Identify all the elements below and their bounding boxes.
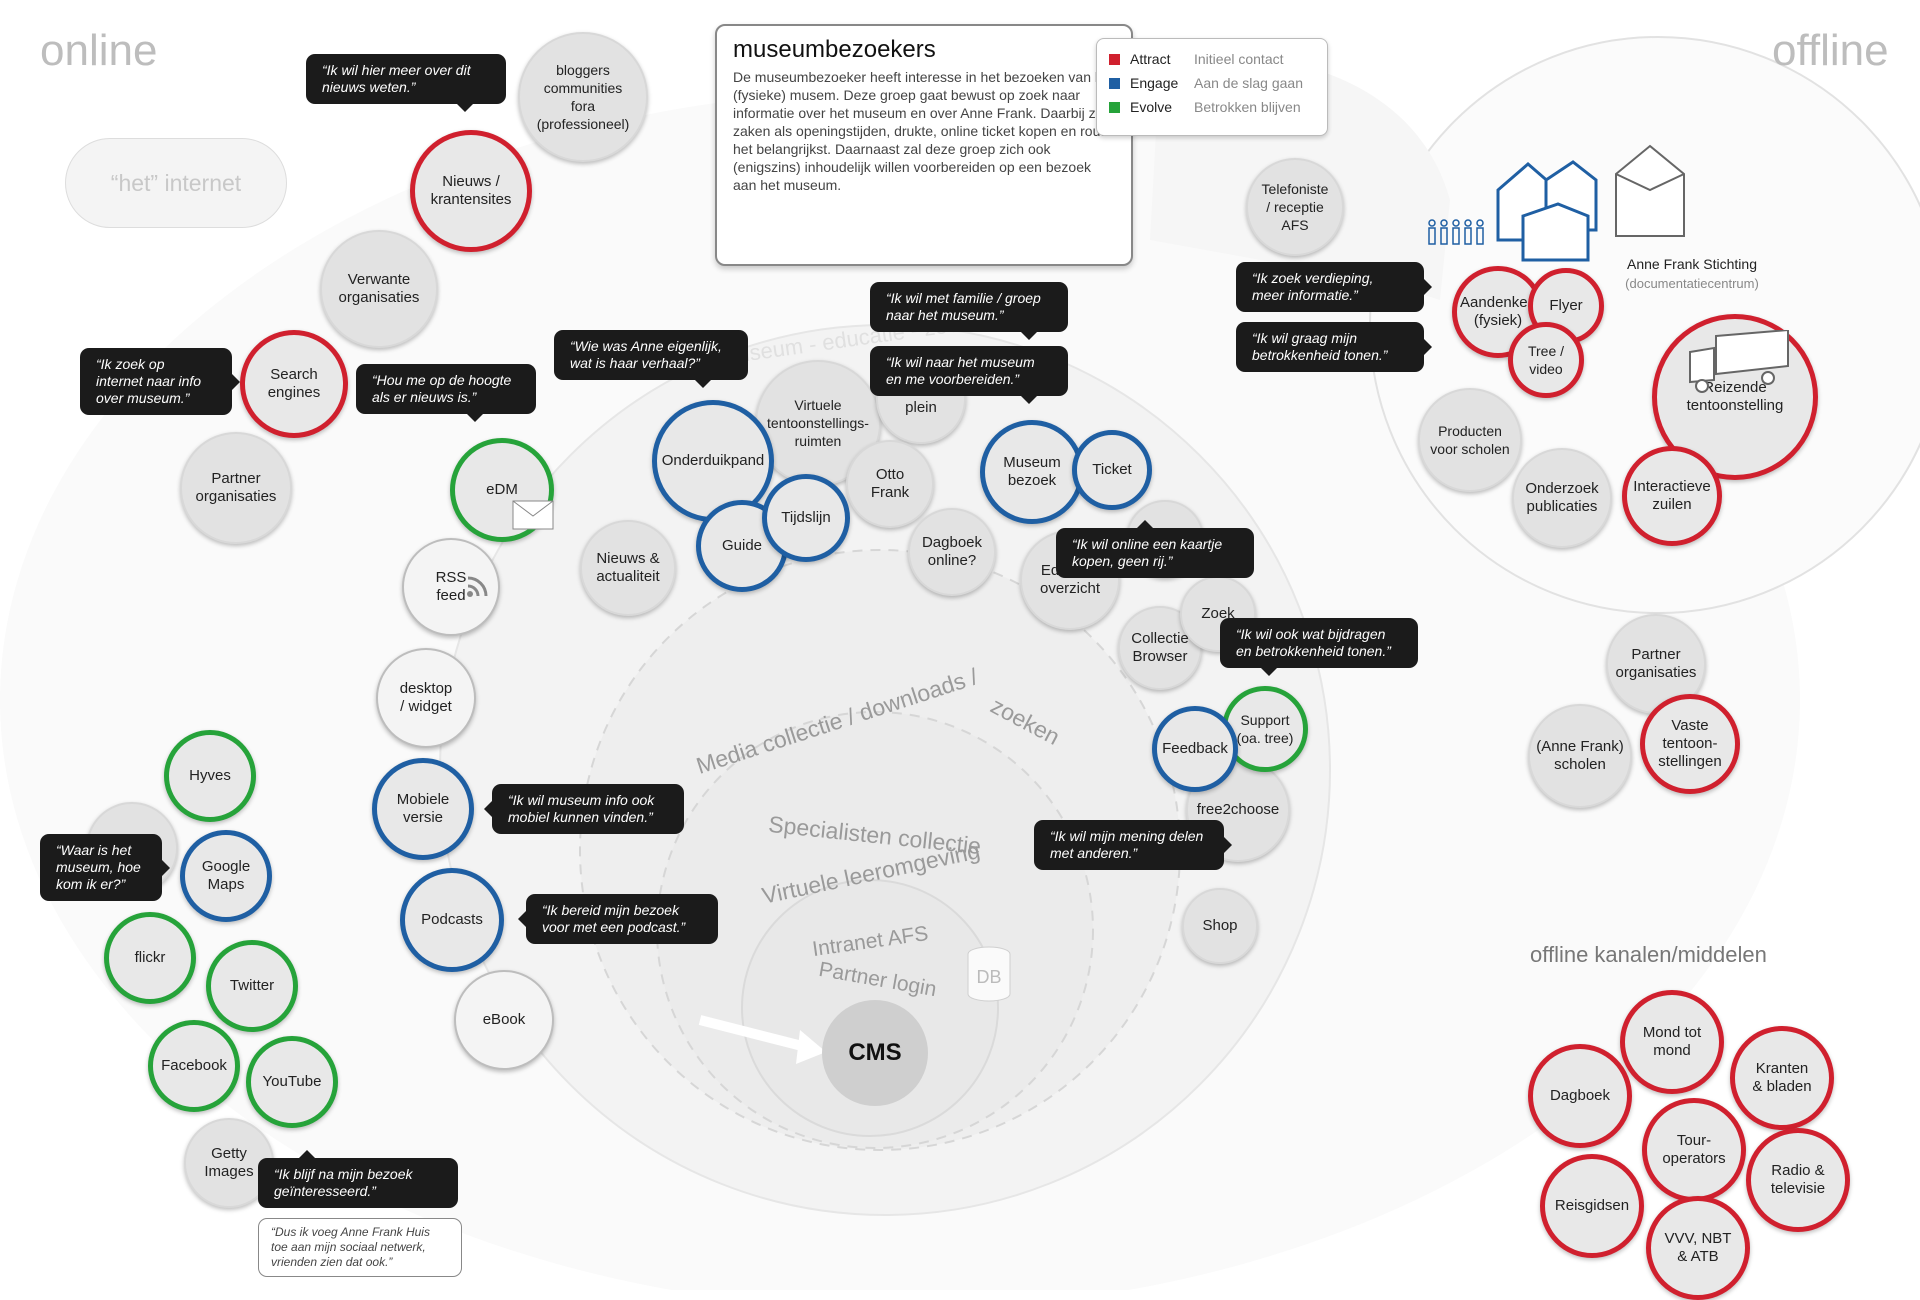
node-shop[interactable]: Shop [1182, 888, 1258, 964]
internet-label: “het” internet [110, 169, 242, 196]
node-telefoniste[interactable]: Telefoniste / receptie AFS [1246, 158, 1344, 256]
node-twitter[interactable]: Twitter [206, 940, 298, 1032]
database-icon: DB [966, 945, 1012, 1003]
offline-label: offline [1772, 26, 1889, 75]
afs-label: Anne Frank Stichting [1627, 256, 1757, 272]
node-onderzoek-publicaties[interactable]: Onderzoek publicaties [1512, 448, 1612, 548]
truck-icon [1689, 330, 1789, 393]
node-feedback[interactable]: Feedback [1152, 706, 1238, 792]
node-ticket[interactable]: Ticket [1072, 430, 1152, 510]
quote-voeg: “Dus ik voeg Anne Frank Huis toe aan mij… [258, 1218, 462, 1277]
node-desktop-widget[interactable]: desktop / widget [376, 648, 476, 748]
node-bloggers[interactable]: bloggers communities fora (professioneel… [518, 32, 648, 162]
node-google-maps[interactable]: Google Maps [180, 830, 272, 922]
node-podcasts[interactable]: Podcasts [400, 868, 504, 972]
legend-swatch-engage [1109, 77, 1120, 89]
legend-row-attract: Attract Initieel contact [1109, 47, 1315, 71]
node-flickr[interactable]: flickr [104, 912, 196, 1004]
node-tree-video[interactable]: Tree / video [1508, 322, 1584, 398]
quote-anne: “Wie was Anne eigenlijk, wat is haar ver… [554, 330, 748, 388]
quote-blijf: “Ik blijf na mijn bezoek geïnteresseerd.… [258, 1150, 458, 1208]
quote-nieuws: “Ik wil hier meer over dit nieuws weten.… [306, 54, 506, 112]
node-ebook[interactable]: eBook [454, 970, 554, 1070]
legend-name-engage: Engage [1130, 75, 1179, 91]
legend-name-attract: Attract [1130, 51, 1171, 67]
quote-voorbereiden: “Ik wil naar het museum en me voorbereid… [870, 346, 1068, 404]
quote-podcast: “Ik bereid mijn bezoek voor met een podc… [518, 894, 718, 944]
offline-kanalen-title: offline kanalen/middelen [1530, 942, 1767, 967]
envelope-icon [512, 500, 554, 530]
node-rss-feed[interactable]: RSS feed [402, 538, 500, 636]
quote-mening: “Ik wil mijn mening delen met anderen.” [1034, 820, 1232, 870]
node-partner-organisaties-offline[interactable]: Partner organisaties [1606, 614, 1706, 714]
documentation-building-icon [1615, 144, 1685, 237]
database-shape [967, 946, 1011, 1002]
node-reisgidsen[interactable]: Reisgidsen [1540, 1154, 1644, 1258]
node-dagboek[interactable]: Dagboek [1528, 1044, 1632, 1148]
quote-kaartje: “Ik wil online een kaartje kopen, geen r… [1056, 520, 1254, 578]
node-dagboek-online[interactable]: Dagboek online? [908, 508, 996, 596]
cms-core[interactable]: CMS [822, 1000, 928, 1106]
quote-waar: “Waar is het museum, hoe kom ik er?” [40, 834, 170, 901]
museum-building-icon [1496, 160, 1598, 262]
node-search-engines[interactable]: Search engines [240, 330, 348, 438]
node-vaste-tentoonstellingen[interactable]: Vaste tentoon- stellingen [1640, 694, 1740, 794]
info-text: De museumbezoeker heeft interesse in het… [733, 69, 1115, 193]
quote-bijdragen: “Ik wil ook wat bijdragen en betrokkenhe… [1220, 618, 1418, 676]
node-verwante-organisaties[interactable]: Verwante organisaties [320, 230, 438, 348]
node-nieuws-actualiteit[interactable]: Nieuws & actualiteit [580, 520, 676, 616]
legend-row-engage: Engage Aan de slag gaan [1109, 71, 1315, 95]
node-anne-frank-scholen[interactable]: (Anne Frank) scholen [1528, 704, 1632, 808]
legend-name-evolve: Evolve [1130, 99, 1173, 115]
legend-row-evolve: Evolve Betrokken blijven [1109, 95, 1315, 119]
afs-sublabel: (documentatiecentrum) [1625, 276, 1759, 291]
quote-hoogte: “Hou me op de hoogte als er nieuws is.” [356, 364, 536, 422]
legend: Attract Initieel contact Engage Aan de sla… [1096, 38, 1328, 136]
legend-desc-evolve: Betrokken blijven [1194, 99, 1301, 115]
node-youtube[interactable]: YouTube [246, 1036, 338, 1128]
node-kranten-bladen[interactable]: Kranten & bladen [1730, 1026, 1834, 1130]
legend-swatch-attract [1109, 53, 1120, 65]
node-otto-frank[interactable]: Otto Frank [846, 440, 934, 528]
info-box: museumbezoekers De museumbezoeker heeft … [715, 24, 1133, 266]
legend-swatch-evolve [1109, 101, 1120, 113]
node-tijdslijn[interactable]: Tijdslijn [762, 474, 850, 562]
node-vvv-nbt-atb[interactable]: VVV, NBT & ATB [1646, 1196, 1750, 1300]
info-title: museumbezoekers [733, 36, 936, 63]
arrow-head-cms [796, 1030, 826, 1064]
node-partner-organisaties-online[interactable]: Partner organisaties [180, 432, 292, 544]
node-radio-televisie[interactable]: Radio & televisie [1746, 1128, 1850, 1232]
node-collectie-browser[interactable]: Collectie Browser [1118, 606, 1202, 690]
internet-cloud: “het” internet [65, 138, 287, 228]
node-facebook[interactable]: Facebook [148, 1020, 240, 1112]
node-hyves[interactable]: Hyves [164, 730, 256, 822]
node-nieuws-krantensites[interactable]: Nieuws / krantensites [410, 130, 532, 252]
node-producten-scholen[interactable]: Producten voor scholen [1418, 388, 1522, 492]
quote-familie: “Ik wil met familie / groep naar het mus… [870, 282, 1068, 340]
rss-icon [467, 576, 488, 597]
node-museum-bezoek[interactable]: Museum bezoek [980, 420, 1084, 524]
node-tour-operators[interactable]: Tour- operators [1642, 1098, 1746, 1202]
node-mond-tot-mond[interactable]: Mond tot mond [1620, 990, 1724, 1094]
legend-desc-engage: Aan de slag gaan [1194, 75, 1303, 91]
database-label: DB [976, 967, 1002, 987]
arrow-to-cms [698, 1015, 812, 1053]
quote-betrokkenheid: “Ik wil graag mijn betrokkenheid tonen.” [1236, 322, 1432, 372]
visitors-icon [1428, 219, 1484, 245]
legend-desc-attract: Initieel contact [1194, 51, 1284, 67]
node-interactieve-zuilen[interactable]: Interactieve zuilen [1622, 446, 1722, 546]
quote-verdieping: “Ik zoek verdieping, meer informatie.” [1236, 262, 1432, 312]
online-label: online [40, 26, 158, 75]
quote-mobiel: “Ik wil museum info ook mobiel kunnen vi… [484, 784, 684, 834]
quote-search: “Ik zoek op internet naar info over muse… [80, 348, 240, 415]
node-mobiele-versie[interactable]: Mobiele versie [372, 758, 474, 860]
